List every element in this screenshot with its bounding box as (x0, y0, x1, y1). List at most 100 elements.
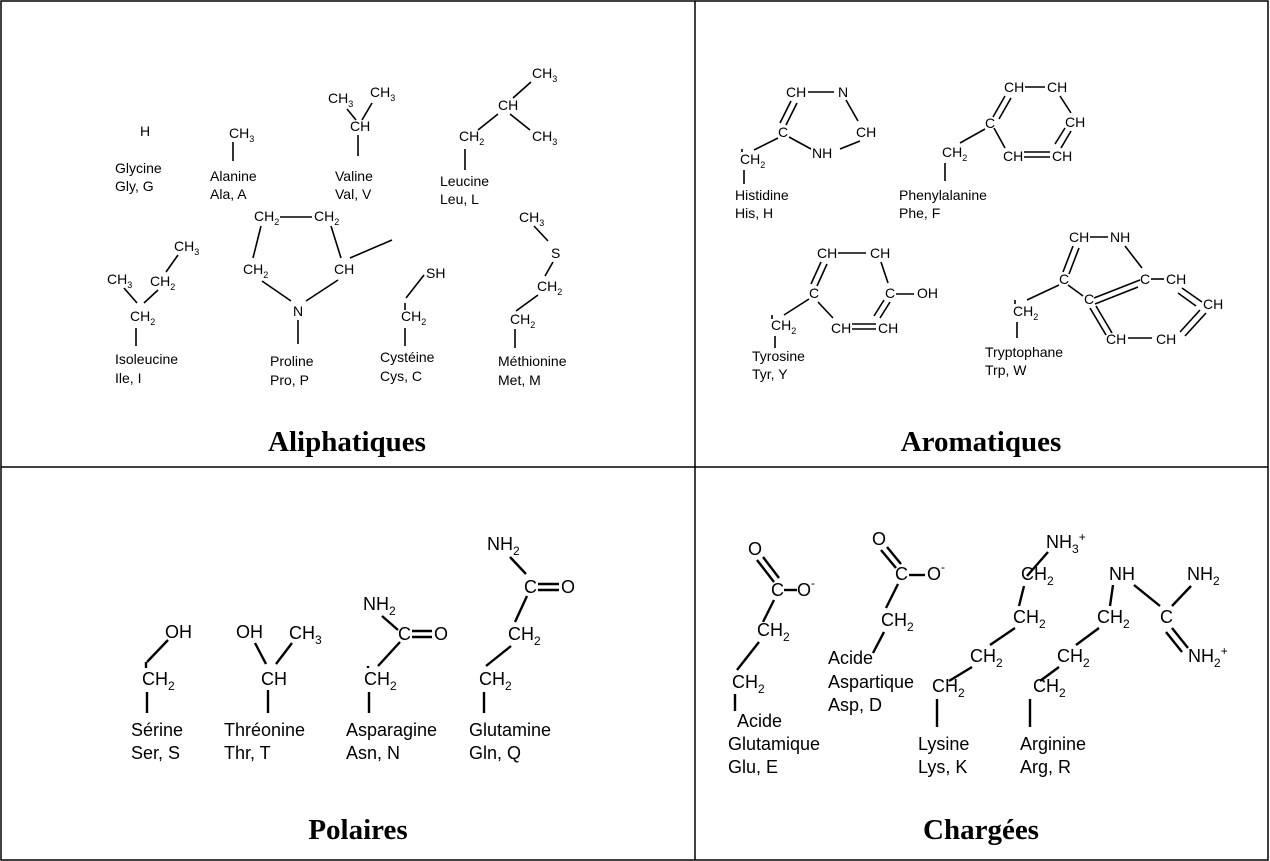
amino-acid-name-line1: Acide (828, 648, 873, 668)
atom-ch2: CH2 (401, 308, 426, 327)
atom-ch: CH (1166, 271, 1186, 287)
panel-title-charged: Chargées (923, 814, 1039, 846)
atom-ch2: CH2 (942, 144, 967, 163)
structure-tyrosine: CH CH C C OH CH CH CH2 Tyrosine Tyr, Y (752, 245, 938, 382)
atom-ch2: CH2 (150, 273, 175, 292)
atom-nh2: NH2 (363, 594, 396, 618)
panel-title-aliphatic: Aliphatiques (268, 426, 426, 458)
structure-threonine: OH CH3 CH Thréonine Thr, T (224, 622, 322, 763)
atom-ch: CH (1052, 148, 1072, 164)
atom-o: O (872, 529, 886, 549)
atom-ch: CH (817, 245, 837, 261)
amino-acid-name: Asparagine (346, 720, 437, 740)
amino-acid-name: Tryptophane (985, 344, 1063, 360)
atom-oh: OH (917, 285, 938, 301)
panel-title-polar: Polaires (308, 814, 407, 846)
atom-ch: CH (1106, 331, 1126, 347)
atom-o: O (748, 539, 762, 559)
amino-acid-code: Ile, I (115, 370, 141, 386)
amino-acid-code: Gln, Q (469, 743, 521, 763)
atom-ch2: CH2 (932, 676, 965, 700)
structure-methionine: CH3 S CH2 CH2 Méthionine Met, M (498, 209, 567, 388)
structure-histidine: CH N C CH NH CH2 Histidine His, H (735, 84, 876, 221)
amino-acid-name: Cystéine (380, 349, 435, 365)
atom-ch2: CH2 (130, 308, 155, 327)
atom-ch2: CH2 (740, 151, 765, 170)
atom-oh: OH (236, 622, 263, 642)
amino-acid-name-line2: Aspartique (828, 672, 914, 692)
amino-acid-name-line2: Glutamique (728, 734, 820, 754)
atom-ch2: CH2 (732, 672, 765, 696)
atom-ch: CH (1047, 79, 1067, 95)
panel-charged: O C O- CH2 CH2 Acide Glutamique Glu, E O… (728, 529, 1228, 777)
atom-ch2: CH2 (1021, 564, 1054, 588)
atom-nh: NH (812, 145, 832, 161)
panel-polar: OH CH2 Sérine Ser, S OH CH3 CH Thréonine… (131, 534, 575, 763)
atom-ch: CH (1203, 296, 1223, 312)
atom-oh: OH (165, 622, 192, 642)
amino-acid-code: Trp, W (985, 362, 1027, 378)
amino-acid-name: Glutamine (469, 720, 551, 740)
atom-ch: CH (1065, 114, 1085, 130)
atom-nh2: NH2 (487, 534, 520, 558)
atom-c: C (1140, 271, 1150, 287)
amino-acid-name: Thréonine (224, 720, 305, 740)
structure-aspartic-acid: O C O- CH2 Acide Aspartique Asp, D (828, 529, 945, 715)
atom-ch: CH (498, 97, 518, 113)
amino-acid-code: Arg, R (1020, 757, 1071, 777)
atom-c: C (885, 285, 895, 301)
amino-acid-name: Alanine (210, 168, 257, 184)
amino-acid-code: Thr, T (224, 743, 271, 763)
structure-leucine: CH3 CH CH3 CH2 Leucine Leu, L (440, 65, 557, 207)
atom-nh2-plus: NH2+ (1188, 644, 1228, 670)
atom-sh: SH (426, 265, 445, 281)
atom-ch2: CH2 (508, 624, 541, 648)
amino-acid-code: Asp, D (828, 695, 882, 715)
atom-nh2: NH2 (1187, 564, 1220, 588)
structure-alanine: CH3 Alanine Ala, A (210, 125, 257, 202)
atom-ch: CH (831, 320, 851, 336)
structure-lysine: NH3+ CH2 CH2 CH2 CH2 Lysine Lys, K (918, 530, 1086, 777)
structure-arginine: NH NH2 C NH2+ CH2 CH2 CH2 Arginine Arg, … (1020, 564, 1228, 777)
atom-nh: NH (1110, 229, 1130, 245)
amino-acid-code: Ala, A (210, 186, 247, 202)
atom-ch3: CH3 (519, 209, 544, 228)
atom-c: C (985, 115, 995, 131)
atom-c: C (778, 124, 788, 140)
structure-asparagine: NH2 C O CH2 Asparagine Asn, N (346, 594, 448, 763)
atom-nh3-plus: NH3+ (1046, 530, 1086, 556)
atom-ch3: CH3 (328, 90, 353, 109)
amino-acid-code: Pro, P (270, 372, 309, 388)
atom-ch: CH (1003, 148, 1023, 164)
structure-phenylalanine: CH CH C CH CH CH CH2 Phenylalanine Phe, … (899, 79, 1085, 221)
atom-ch2: CH2 (1013, 607, 1046, 631)
atom-ch3: CH3 (532, 65, 557, 84)
atom-c: C (398, 624, 411, 644)
amino-acid-code: Tyr, Y (752, 366, 788, 382)
atom-n: N (293, 303, 303, 319)
atom-ch2: CH2 (364, 669, 397, 693)
atom-ch: CH (334, 261, 354, 277)
atom-ch2: CH2 (1033, 676, 1066, 700)
amino-acid-name: Leucine (440, 173, 489, 189)
atom-ch2: CH2 (1057, 646, 1090, 670)
atom-c: C (524, 577, 537, 597)
atom-ch2: CH2 (510, 311, 535, 330)
amino-acid-code: Leu, L (440, 191, 479, 207)
atom-ch: CH (1069, 229, 1089, 245)
atom-ch2: CH2 (970, 646, 1003, 670)
amino-acid-code: Gly, G (115, 178, 154, 194)
structure-serine: OH CH2 Sérine Ser, S (131, 622, 192, 763)
atom-s: S (551, 245, 560, 261)
amino-acid-code: Lys, K (918, 757, 967, 777)
atom-c: C (809, 285, 819, 301)
atom-ch: CH (878, 320, 898, 336)
atom-ch2: CH2 (771, 317, 796, 336)
atom-ch2: CH2 (459, 128, 484, 147)
atom-n: N (838, 84, 848, 100)
atom-ch: CH (786, 84, 806, 100)
atom-ch2: CH2 (1013, 303, 1038, 322)
